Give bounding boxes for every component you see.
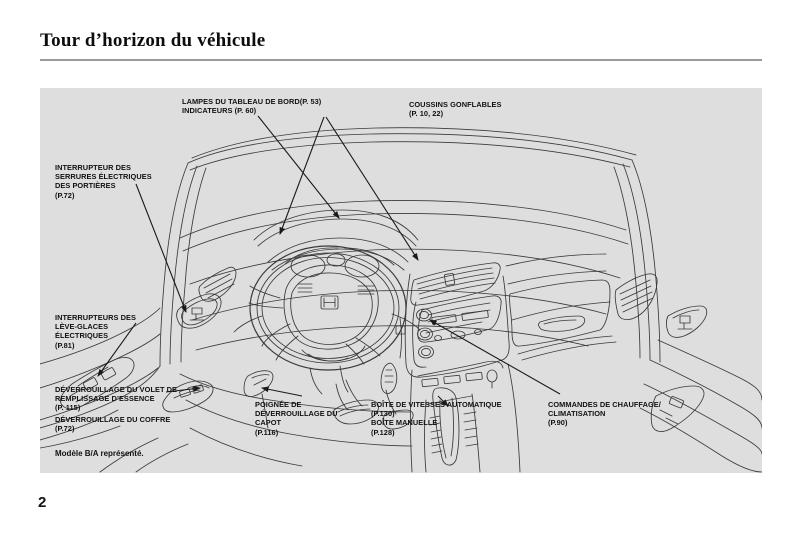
leader-boite — [437, 395, 449, 407]
leader-coussins-left — [279, 116, 325, 236]
dashboard-line-art — [40, 115, 762, 473]
leader-coussins-right — [325, 116, 419, 261]
callout-interrupteurs-leve-glaces: INTERRUPTEURS DES LÈVE-GLACES ÉLECTRIQUE… — [55, 313, 136, 350]
callout-deverrouillage-essence: DÉVERROUILLAGE DU VOLET DE REMPLISSAGE D… — [55, 385, 178, 413]
model-note: Modèle B/A représenté. — [55, 449, 144, 458]
page-number: 2 — [38, 494, 47, 511]
callout-boite-vitesses: BOÎTE DE VITESSES AUTOMATIQUE (P.130) BO… — [371, 400, 502, 437]
leader-capot — [260, 386, 303, 397]
callout-deverrouillage-coffre: DÉVERROUILLAGE DU COFFRE (P.72) — [55, 415, 171, 434]
callout-commandes-chauffage: COMMANDES DE CHAUFFAGE/ CLIMATISATION (P… — [548, 400, 661, 428]
callout-interrupteur-serrures: INTERRUPTEUR DES SERRURES ÉLECTRIQUES DE… — [55, 163, 152, 200]
leader-vitres — [97, 322, 137, 377]
leader-clim — [429, 319, 561, 395]
leader-serrures — [135, 183, 187, 314]
leader-lampes — [257, 115, 340, 219]
callout-poignee-capot: POIGNÉE DE DÉVERROUILLAGE DU CAPOT (P.11… — [255, 400, 338, 437]
title-divider — [40, 59, 762, 61]
leader-essence-coffre — [165, 385, 202, 393]
callout-lampes-tableau-bord: LAMPES DU TABLEAU DE BORD(P. 53) INDICAT… — [182, 97, 322, 116]
vehicle-interior-illustration — [40, 88, 762, 473]
page-title: Tour d’horizon du véhicule — [40, 30, 266, 51]
callout-coussins-gonflables: COUSSINS GONFLABLES (P. 10, 22) — [409, 100, 502, 119]
